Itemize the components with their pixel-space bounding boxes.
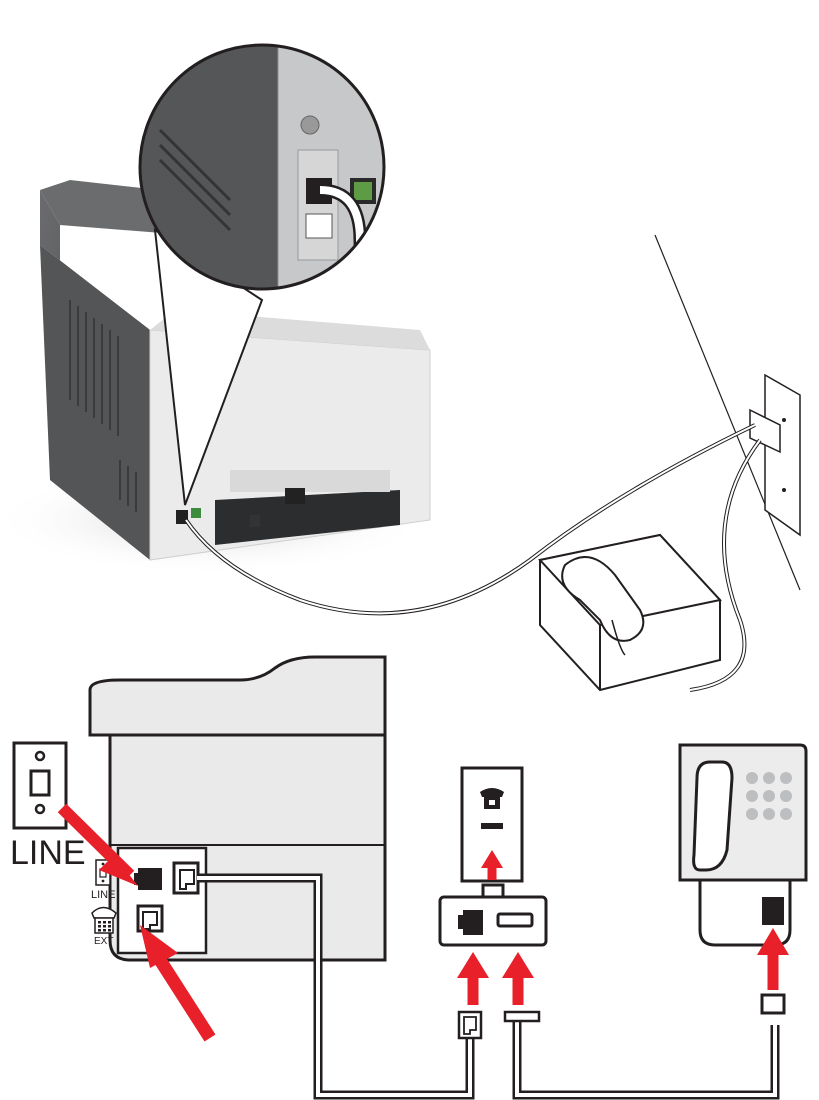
- ext-port-label: EXT: [94, 936, 113, 947]
- red-arrows-splitter: [457, 850, 534, 1005]
- arrow-to-ext-port: [140, 925, 178, 968]
- wall-jack-splitter: [438, 766, 548, 947]
- printer-3d: [40, 180, 431, 561]
- arrow-to-splitter-port-2: [502, 952, 534, 978]
- splitter-to-phone-cable: [512, 1020, 780, 1100]
- top-illustration: [0, 43, 801, 692]
- arrow-to-phone-port: [757, 928, 789, 955]
- printer-schematic: LINE EXT: [88, 655, 387, 962]
- wall-plate: [749, 373, 801, 537]
- ethernet-port-small: [191, 508, 201, 518]
- telephone-3d: [538, 533, 722, 692]
- wall-edge-line: [654, 234, 801, 591]
- arrow-to-wall: [481, 850, 503, 868]
- red-arrows-printer: [57, 803, 216, 1042]
- power-socket: [285, 488, 305, 504]
- phone-handset-icon: [480, 788, 504, 809]
- line-jack-plug: [172, 861, 200, 895]
- phone-plug-arrow: [757, 928, 789, 1015]
- bottom-diagram: LINE LINE: [10, 655, 808, 1100]
- fax-port-small: [176, 510, 188, 524]
- rj11-plug-phone: [760, 993, 786, 1015]
- telephone-schematic: [678, 743, 808, 947]
- splitter-port-2: [496, 912, 534, 928]
- usb-port: [250, 515, 260, 527]
- printer-line-jack: [138, 868, 162, 890]
- side-vents: [69, 300, 137, 512]
- printer-to-splitter-cable: [197, 873, 475, 1100]
- back-door-top: [230, 470, 390, 492]
- wall-jack-label: LINE: [10, 834, 86, 872]
- flat-plug-splitter: [503, 1010, 541, 1023]
- phone-keypad: [746, 772, 792, 820]
- wall-slot: [481, 823, 503, 829]
- splitter-port-1: [463, 910, 483, 935]
- wall-jack: LINE: [10, 741, 86, 872]
- rj11-plug-splitter: [457, 1010, 483, 1040]
- phone-handset: [692, 760, 734, 872]
- printer-top-scanner: [88, 655, 387, 737]
- ext-port-icon: EXT: [91, 906, 117, 947]
- line-port-label: LINE: [91, 889, 115, 901]
- duplex-door: [215, 490, 400, 545]
- phone-line-port: [762, 897, 784, 925]
- arrow-to-splitter-port-1: [457, 952, 489, 978]
- arrow-to-line-port: [99, 855, 138, 886]
